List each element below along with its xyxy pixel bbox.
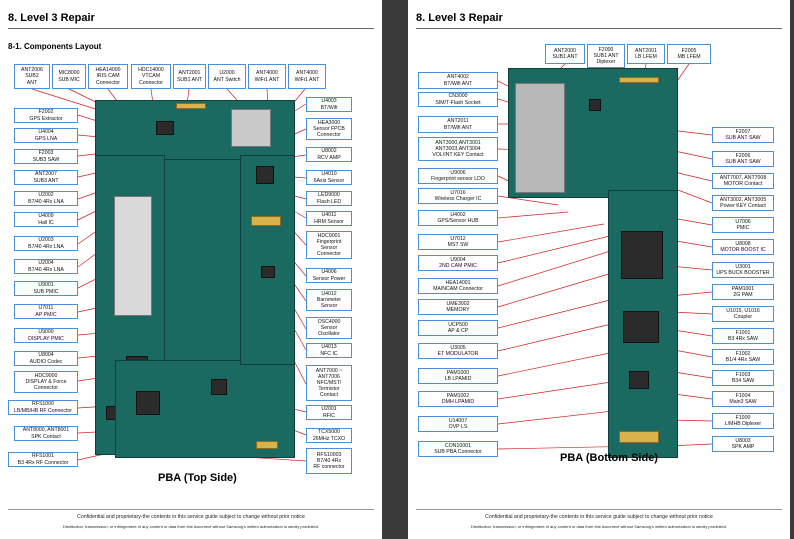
label-rfs1001: RFS1001 B3 4Rx RF Connector	[8, 452, 78, 467]
footer-distribution: Distribution, transmission, or infringem…	[62, 524, 320, 529]
label-f2005: F2005 MB LFEM	[667, 44, 711, 64]
label-f2000: F2000 SUB1 ANT Diplexer	[587, 44, 625, 68]
label-ant8000: ANT8000, ANT8001 SPK Contact	[14, 426, 78, 441]
label-u9004: U9004 2ND CAM PMIC	[418, 255, 498, 271]
label-f2007: F2007 SUB ANT SAW	[712, 127, 774, 143]
title-rule	[416, 28, 782, 29]
label-u9001: U9001 SUB PMIC	[14, 281, 78, 296]
label-ant2000: ANT2000 SUB1 ANT	[545, 44, 585, 64]
caption-top-side: PBA (Top Side)	[158, 472, 237, 484]
label-u9006: U9006 Fingerprint sensor LDO	[418, 168, 498, 184]
label-u4003: U4003 BT/Wifi	[306, 97, 352, 112]
label-u7012: U7012 MST SW	[418, 234, 498, 250]
label-u1015: U1015, U1016 Coupler	[712, 306, 774, 322]
label-led9000: LED9000 Flash LED	[306, 191, 352, 206]
label-u7016: U7016 Wireless Charger IC	[418, 188, 498, 204]
label-u2000: U2000 ANT Switch	[208, 64, 246, 89]
label-rfs10003: RFS10003 B7/40 4Rx RF connector	[306, 448, 352, 474]
label-hdc9000: HDC9000 DISPLAY & Force Connector	[14, 371, 78, 393]
label-ant2011: ANT2011 BT/Wifi ANT	[418, 116, 498, 133]
label-ant2001: ANT2001 SUB1 ANT	[173, 64, 206, 89]
pcb-bottom-column	[608, 190, 678, 458]
label-u4010: U4010 6Axis Sensor	[306, 170, 352, 185]
label-u4009: U4009 Hall IC	[14, 212, 78, 227]
section-title: 8. Level 3 Repair	[8, 12, 95, 24]
label-f2006: F2006 SUB ANT SAW	[712, 151, 774, 167]
label-f2002: F2002 GPS Extractor	[14, 108, 78, 123]
pcb-top-right-column	[240, 155, 295, 365]
label-u4013: U4013 NFC IC	[306, 343, 352, 358]
label-pam1002: PAM1002 DMH LPAMID	[418, 391, 498, 407]
label-f2003: F2003 SUB3 SAW	[14, 149, 78, 164]
label-ant7000: ANT7000 ~ ANT7006 NFC/MST/ Termistor Con…	[306, 365, 352, 401]
label-u8002: U8002 RCV AMP	[306, 147, 352, 162]
label-u2003: U2003 B7/40 4Rx LNA	[14, 236, 78, 251]
label-hdc14000: HDC14000 VTCAM Connector	[131, 64, 171, 89]
right-page: 8. Level 3 Repair	[408, 0, 790, 539]
label-ant2001-lb: ANT2001 LB LFEM	[627, 44, 665, 64]
label-ant2007: ANT2007 SUB3 ANT	[14, 170, 78, 185]
footer-rule	[416, 509, 782, 510]
section-title: 8. Level 3 Repair	[416, 12, 503, 24]
footer-distribution: Distribution, transmission, or infringem…	[470, 524, 728, 529]
left-page: 8. Level 3 Repair 8-1. Components Layout	[0, 0, 382, 539]
label-u2001: U2001 RFIC	[306, 405, 352, 420]
label-cn3000: CN3000 SIM/T-Flash Socket	[418, 92, 498, 107]
label-f1003: F1003 B34 SAW	[712, 370, 774, 386]
label-u2002: U2002 B7/40 4Rx LNA	[14, 191, 78, 206]
label-ant3000: ANT3000,ANT3001 ANT3003,ANT3004 VOL/INT …	[418, 137, 498, 161]
label-rfs1000: RFS1000 LB/MB/HB RF Connector	[8, 400, 78, 415]
label-mic8000: MIC8000 SUB MIC	[52, 64, 86, 89]
label-osc4000: OSC4000 Sensor Oscillator	[306, 317, 352, 339]
label-ume3002: UME3002 MEMORY	[418, 299, 498, 315]
label-u4011: U4011 HRM Sensor	[306, 211, 352, 226]
label-f1004: F1004 Main3 SAW	[712, 391, 774, 407]
label-ant7007: ANT7007, ANT7008 MOTOR Contact	[712, 173, 774, 189]
footer-rule	[8, 509, 374, 510]
label-u3001: U3001 UPS BUCK BOOSTER	[712, 262, 774, 278]
label-pam1001: PAM1001 2G PAM	[712, 284, 774, 300]
label-u8004: U8004 AUDIO Codec	[14, 351, 78, 366]
label-pam1000: PAM1000 LB LPAMID	[418, 368, 498, 384]
label-u4012: U4012 Barometer Sensor	[306, 289, 352, 311]
pcb-bottom-main	[508, 68, 678, 198]
label-u4006: U4006 Sensor Power	[306, 268, 352, 283]
label-f1000: F1000 L/MHB Diplexer	[712, 413, 774, 429]
caption-bottom-side: PBA (Bottom Side)	[560, 452, 658, 464]
footer-confidential: Confidential and proprietary-the content…	[485, 514, 713, 520]
label-u8008: U8008 MOTOR BOOST IC	[712, 239, 774, 255]
footer-confidential: Confidential and proprietary-the content…	[77, 514, 305, 520]
label-u7006: U7006 PMIC	[712, 217, 774, 233]
label-con10001: CON10001 SUB PBA Connector	[418, 441, 498, 457]
label-u14007: U14007 OVP LS	[418, 416, 498, 432]
title-rule	[8, 28, 374, 29]
label-u4004: U4004 GPS LNA	[14, 128, 78, 143]
subsection-title: 8-1. Components Layout	[8, 42, 102, 51]
label-u8003: U8003 SPK AMP	[712, 436, 774, 452]
label-ant2006: ANT2006 SUB2 ANT	[14, 64, 50, 89]
label-u3005: U3005 ET MODULATOR	[418, 343, 498, 359]
label-ant4000-b: ANT4000 WiFi1 ANT	[288, 64, 326, 89]
label-f1001: F1001 B3 4Rx SAW	[712, 328, 774, 344]
label-u2004: U2004 B7/40 4Rx LNA	[14, 259, 78, 274]
label-u4002: U4002 GPS/Sensor HUB	[418, 210, 498, 226]
label-hea3000: HEA3000 Sensor FPCB Connector	[306, 118, 352, 140]
label-hea14001: HEA14001 MAINCAM Connector	[418, 278, 498, 294]
label-ant4002: ANT4002 BT/Wifi ANT	[418, 72, 498, 89]
label-tcx5000: TCX5000 26MHz TCXO	[306, 428, 352, 443]
label-f1002: F1002 B1/4 4Rx SAW	[712, 349, 774, 365]
pcb-top-bottom	[115, 360, 295, 458]
label-hdc9001: HDC9001 Fingerprint Sensor Connector	[306, 231, 352, 259]
label-hea14000: HEA14000 IRIS CAM Connector	[88, 64, 128, 89]
label-u9000: U9000 DISPLAY PMIC	[14, 328, 78, 343]
label-ant4000-a: ANT4000 WiFi1 ANT	[248, 64, 286, 89]
label-u7011: U7011 AP PMIC	[14, 304, 78, 319]
label-ant3002: ANT3002, ANT3005 Power KEY Contact	[712, 195, 774, 211]
label-ucp500: UCP500 AP & CP	[418, 320, 498, 336]
pcb-top-main	[95, 100, 295, 160]
sim-socket	[515, 83, 565, 193]
